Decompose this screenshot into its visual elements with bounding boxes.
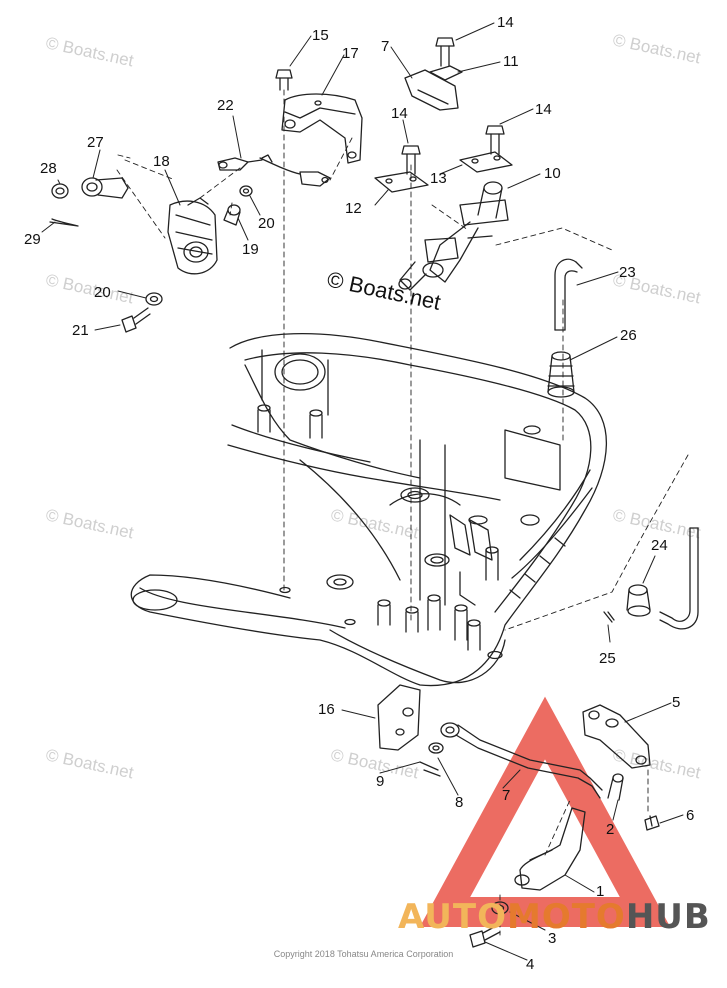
callout-label: 21 bbox=[72, 322, 89, 339]
callout-label: 9 bbox=[376, 773, 384, 790]
callout-label: 25 bbox=[599, 650, 616, 667]
callout-label: 7 bbox=[381, 38, 389, 55]
callout-label: 19 bbox=[242, 241, 259, 258]
callout-label: 14 bbox=[535, 101, 552, 118]
callout-label: 20 bbox=[94, 284, 111, 301]
bracket-17 bbox=[281, 93, 363, 164]
washer-3 bbox=[491, 901, 509, 915]
plate-11 bbox=[404, 69, 459, 111]
leader-lines bbox=[41, 22, 684, 961]
hose-right bbox=[659, 527, 699, 630]
callout-label: 8 bbox=[455, 794, 463, 811]
callout-label: 14 bbox=[497, 14, 514, 31]
callout-label: 11 bbox=[503, 53, 519, 70]
guide-lines bbox=[116, 89, 689, 936]
collar-2 bbox=[607, 773, 624, 801]
pin-25 bbox=[603, 611, 615, 623]
callout-label: 15 bbox=[312, 27, 329, 44]
callout-label: 1 bbox=[596, 883, 604, 900]
watermark: © Boats.net bbox=[44, 505, 135, 542]
callout-label: 28 bbox=[40, 160, 57, 177]
washer-8 bbox=[428, 742, 444, 754]
cap-24 bbox=[626, 584, 651, 617]
bottom-cowling bbox=[130, 332, 608, 687]
callout-label: 16 bbox=[318, 701, 335, 718]
watermark: © Boats.net bbox=[44, 745, 135, 782]
washer-20-upper bbox=[239, 185, 253, 197]
watermark: © Boats.net bbox=[329, 745, 420, 782]
bolt-14-mid bbox=[401, 145, 421, 175]
watermark: © Boats.net bbox=[44, 33, 135, 70]
callouts: 15 17 7 11 14 14 14 13 12 10 27 28 29 18… bbox=[24, 14, 694, 973]
grommet-26 bbox=[547, 351, 575, 398]
callout-label: 17 bbox=[342, 45, 359, 62]
callout-label: 3 bbox=[548, 930, 556, 947]
bolt-6 bbox=[644, 815, 660, 831]
clip-9 bbox=[419, 761, 441, 777]
shaft-10 bbox=[398, 181, 509, 291]
watermark-layer: © Boats.net © Boats.net © Boats.net © Bo… bbox=[44, 30, 702, 782]
plate-13-right bbox=[459, 151, 513, 173]
callout-label: 22 bbox=[217, 97, 234, 114]
collar-19 bbox=[223, 204, 241, 226]
bolt-15 bbox=[275, 69, 293, 91]
watermark: © Boats.net bbox=[611, 30, 702, 67]
washer-28 bbox=[51, 183, 69, 199]
lever-18 bbox=[167, 197, 218, 275]
watermark: © Boats.net bbox=[44, 270, 135, 307]
washer-20-lower bbox=[145, 292, 163, 306]
callout-label: 5 bbox=[672, 694, 680, 711]
callout-label: 29 bbox=[24, 231, 41, 248]
hose-23 bbox=[554, 258, 583, 331]
callout-label: 14 bbox=[391, 105, 408, 122]
callout-label: 4 bbox=[526, 956, 534, 973]
bolt-21 bbox=[121, 307, 151, 333]
watermark: © Boats.net bbox=[329, 505, 420, 542]
callout-label: 2 bbox=[606, 821, 614, 838]
logo-wordmark: AUTOMOTOHUB bbox=[398, 897, 711, 937]
callout-label: 13 bbox=[430, 170, 447, 187]
callout-label: 27 bbox=[87, 134, 104, 151]
cable-22 bbox=[217, 154, 331, 187]
bolt-14-right bbox=[485, 125, 505, 155]
watermark: © Boats.net bbox=[611, 745, 702, 782]
callout-label: 23 bbox=[619, 264, 636, 281]
link-end-27 bbox=[81, 177, 129, 199]
plate-13-left bbox=[374, 171, 429, 193]
lever-1 bbox=[514, 807, 586, 891]
plate-16 bbox=[377, 684, 421, 751]
bolt-14-top bbox=[435, 37, 455, 67]
callout-label: 7 bbox=[502, 787, 510, 804]
callout-label: 24 bbox=[651, 537, 668, 554]
callout-label: 12 bbox=[345, 200, 362, 217]
bolt-4 bbox=[469, 924, 501, 948]
callout-label: 26 bbox=[620, 327, 637, 344]
callout-label: 10 bbox=[544, 165, 561, 182]
logo-triangle bbox=[419, 696, 671, 927]
callout-label: 6 bbox=[686, 807, 694, 824]
rod-7 bbox=[440, 722, 603, 799]
arm-5 bbox=[582, 704, 651, 769]
callout-label: 20 bbox=[258, 215, 275, 232]
clip-12 bbox=[429, 65, 463, 81]
callout-label: 18 bbox=[153, 153, 170, 170]
copyright-notice: Copyright 2018 Tohatsu America Corporati… bbox=[273, 949, 454, 959]
